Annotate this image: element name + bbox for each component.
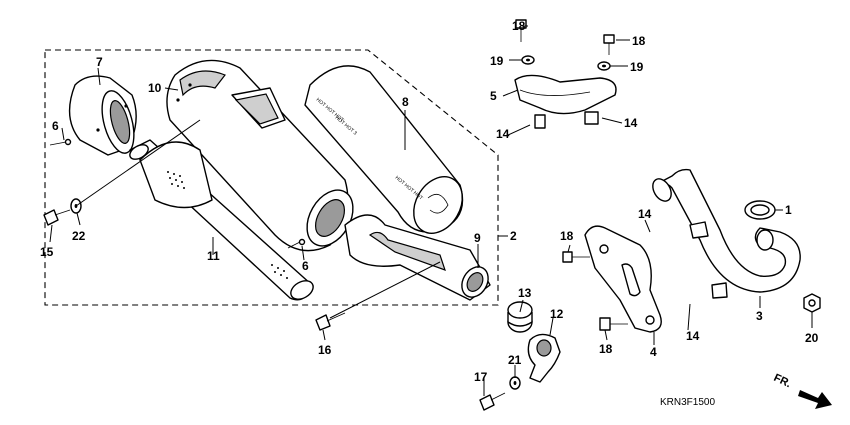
bolt-18-mid [562,251,590,263]
bolt-18-top-right [603,34,615,55]
callout-18-b: 18 [632,34,646,48]
callout-3: 3 [756,309,763,323]
callout-21: 21 [508,353,522,367]
callout-22: 22 [72,229,86,243]
callout-18-d: 18 [599,342,613,356]
front-arrow-icon [798,390,832,409]
callout-6-mid: 6 [302,259,309,273]
leader-lines [49,25,813,396]
part-3-exhaust-pipe [652,168,801,299]
callout-14-d: 14 [686,329,700,343]
muffler-assembly-outline [44,49,499,306]
callout-19-b: 19 [630,60,644,74]
part-8-muffler-wrap: HOT HOT HOT HOT HOT 3 HOT HOT HOT [304,65,464,234]
part-4-bracket [584,225,662,333]
part-7-end-cap [68,75,137,156]
part-10-muffler-body [166,59,354,252]
callout-15: 15 [40,245,54,259]
bolt-16 [315,312,346,331]
callout-16: 16 [318,343,332,357]
bolt-17 [479,392,506,411]
callout-labels: 1 2 3 4 5 6 6 7 8 9 10 11 12 13 14 14 14… [40,19,819,384]
nut-20 [803,293,821,313]
callout-6-left: 6 [52,119,59,133]
diagram-code: KRN3F1500 [660,397,715,408]
part-12-clamp [527,333,561,383]
direction-label: FR. [772,372,793,390]
part-13-collar [507,301,533,333]
bolt-15 [43,209,71,226]
washer-21 [509,376,521,390]
callout-9: 9 [474,231,481,245]
rivet-6-left [49,138,72,146]
part-5-heat-shield [514,74,617,129]
callout-5: 5 [490,89,497,103]
callout-19-a: 19 [490,54,504,68]
washer-19-right [597,61,611,71]
callout-13: 13 [518,286,532,300]
washer-19-left [521,55,535,65]
callout-20: 20 [805,331,819,345]
callout-10: 10 [148,81,162,95]
callout-8: 8 [402,95,409,109]
front-direction-indicator: FR. [772,372,832,409]
callout-14-b: 14 [624,116,638,130]
callout-1: 1 [785,203,792,217]
part-11-inner-pipe [129,139,314,301]
part-9-joint [344,214,491,301]
callout-14-a: 14 [496,127,510,141]
callout-18-c: 18 [560,229,574,243]
rivet-6-mid [287,238,306,249]
callout-17: 17 [474,370,488,384]
callout-2: 2 [510,229,517,243]
callout-7: 7 [96,55,103,69]
bolt-18-lower [599,317,628,331]
callout-11: 11 [207,249,220,263]
callout-14-c: 14 [638,207,652,221]
callout-18-a: 18 [512,19,526,33]
part-1-gasket [744,200,776,220]
callout-12: 12 [550,307,564,321]
callout-4: 4 [650,345,657,359]
